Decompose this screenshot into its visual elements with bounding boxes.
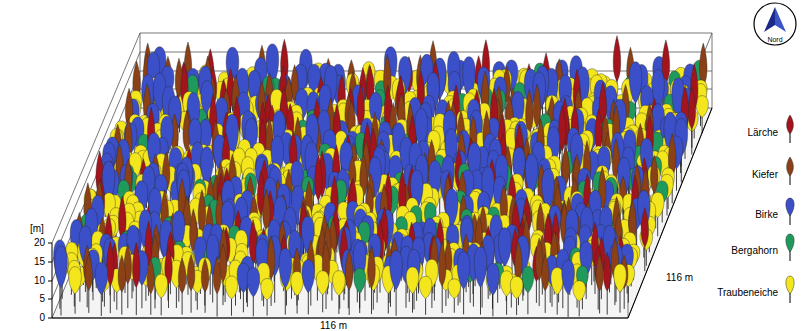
tree-stem	[646, 248, 647, 265]
tree-layer	[54, 36, 709, 317]
tree-crown	[526, 89, 534, 133]
stand-floor	[52, 108, 712, 318]
tree-crown	[315, 155, 323, 201]
tree-crown	[688, 87, 696, 129]
grid-line	[52, 89, 140, 299]
box-edge	[52, 33, 140, 243]
tree-stem	[691, 127, 692, 155]
stand-box	[52, 33, 712, 318]
grid-line	[140, 52, 712, 53]
tree-crown	[629, 62, 642, 104]
tree-stem	[676, 167, 677, 191]
box-edge	[628, 33, 712, 243]
box-edge	[140, 33, 712, 34]
grid-line	[52, 52, 140, 262]
tree-stem	[667, 196, 668, 215]
box-edge	[712, 33, 713, 108]
tree-stem	[657, 216, 658, 237]
tree-crown	[613, 36, 621, 82]
